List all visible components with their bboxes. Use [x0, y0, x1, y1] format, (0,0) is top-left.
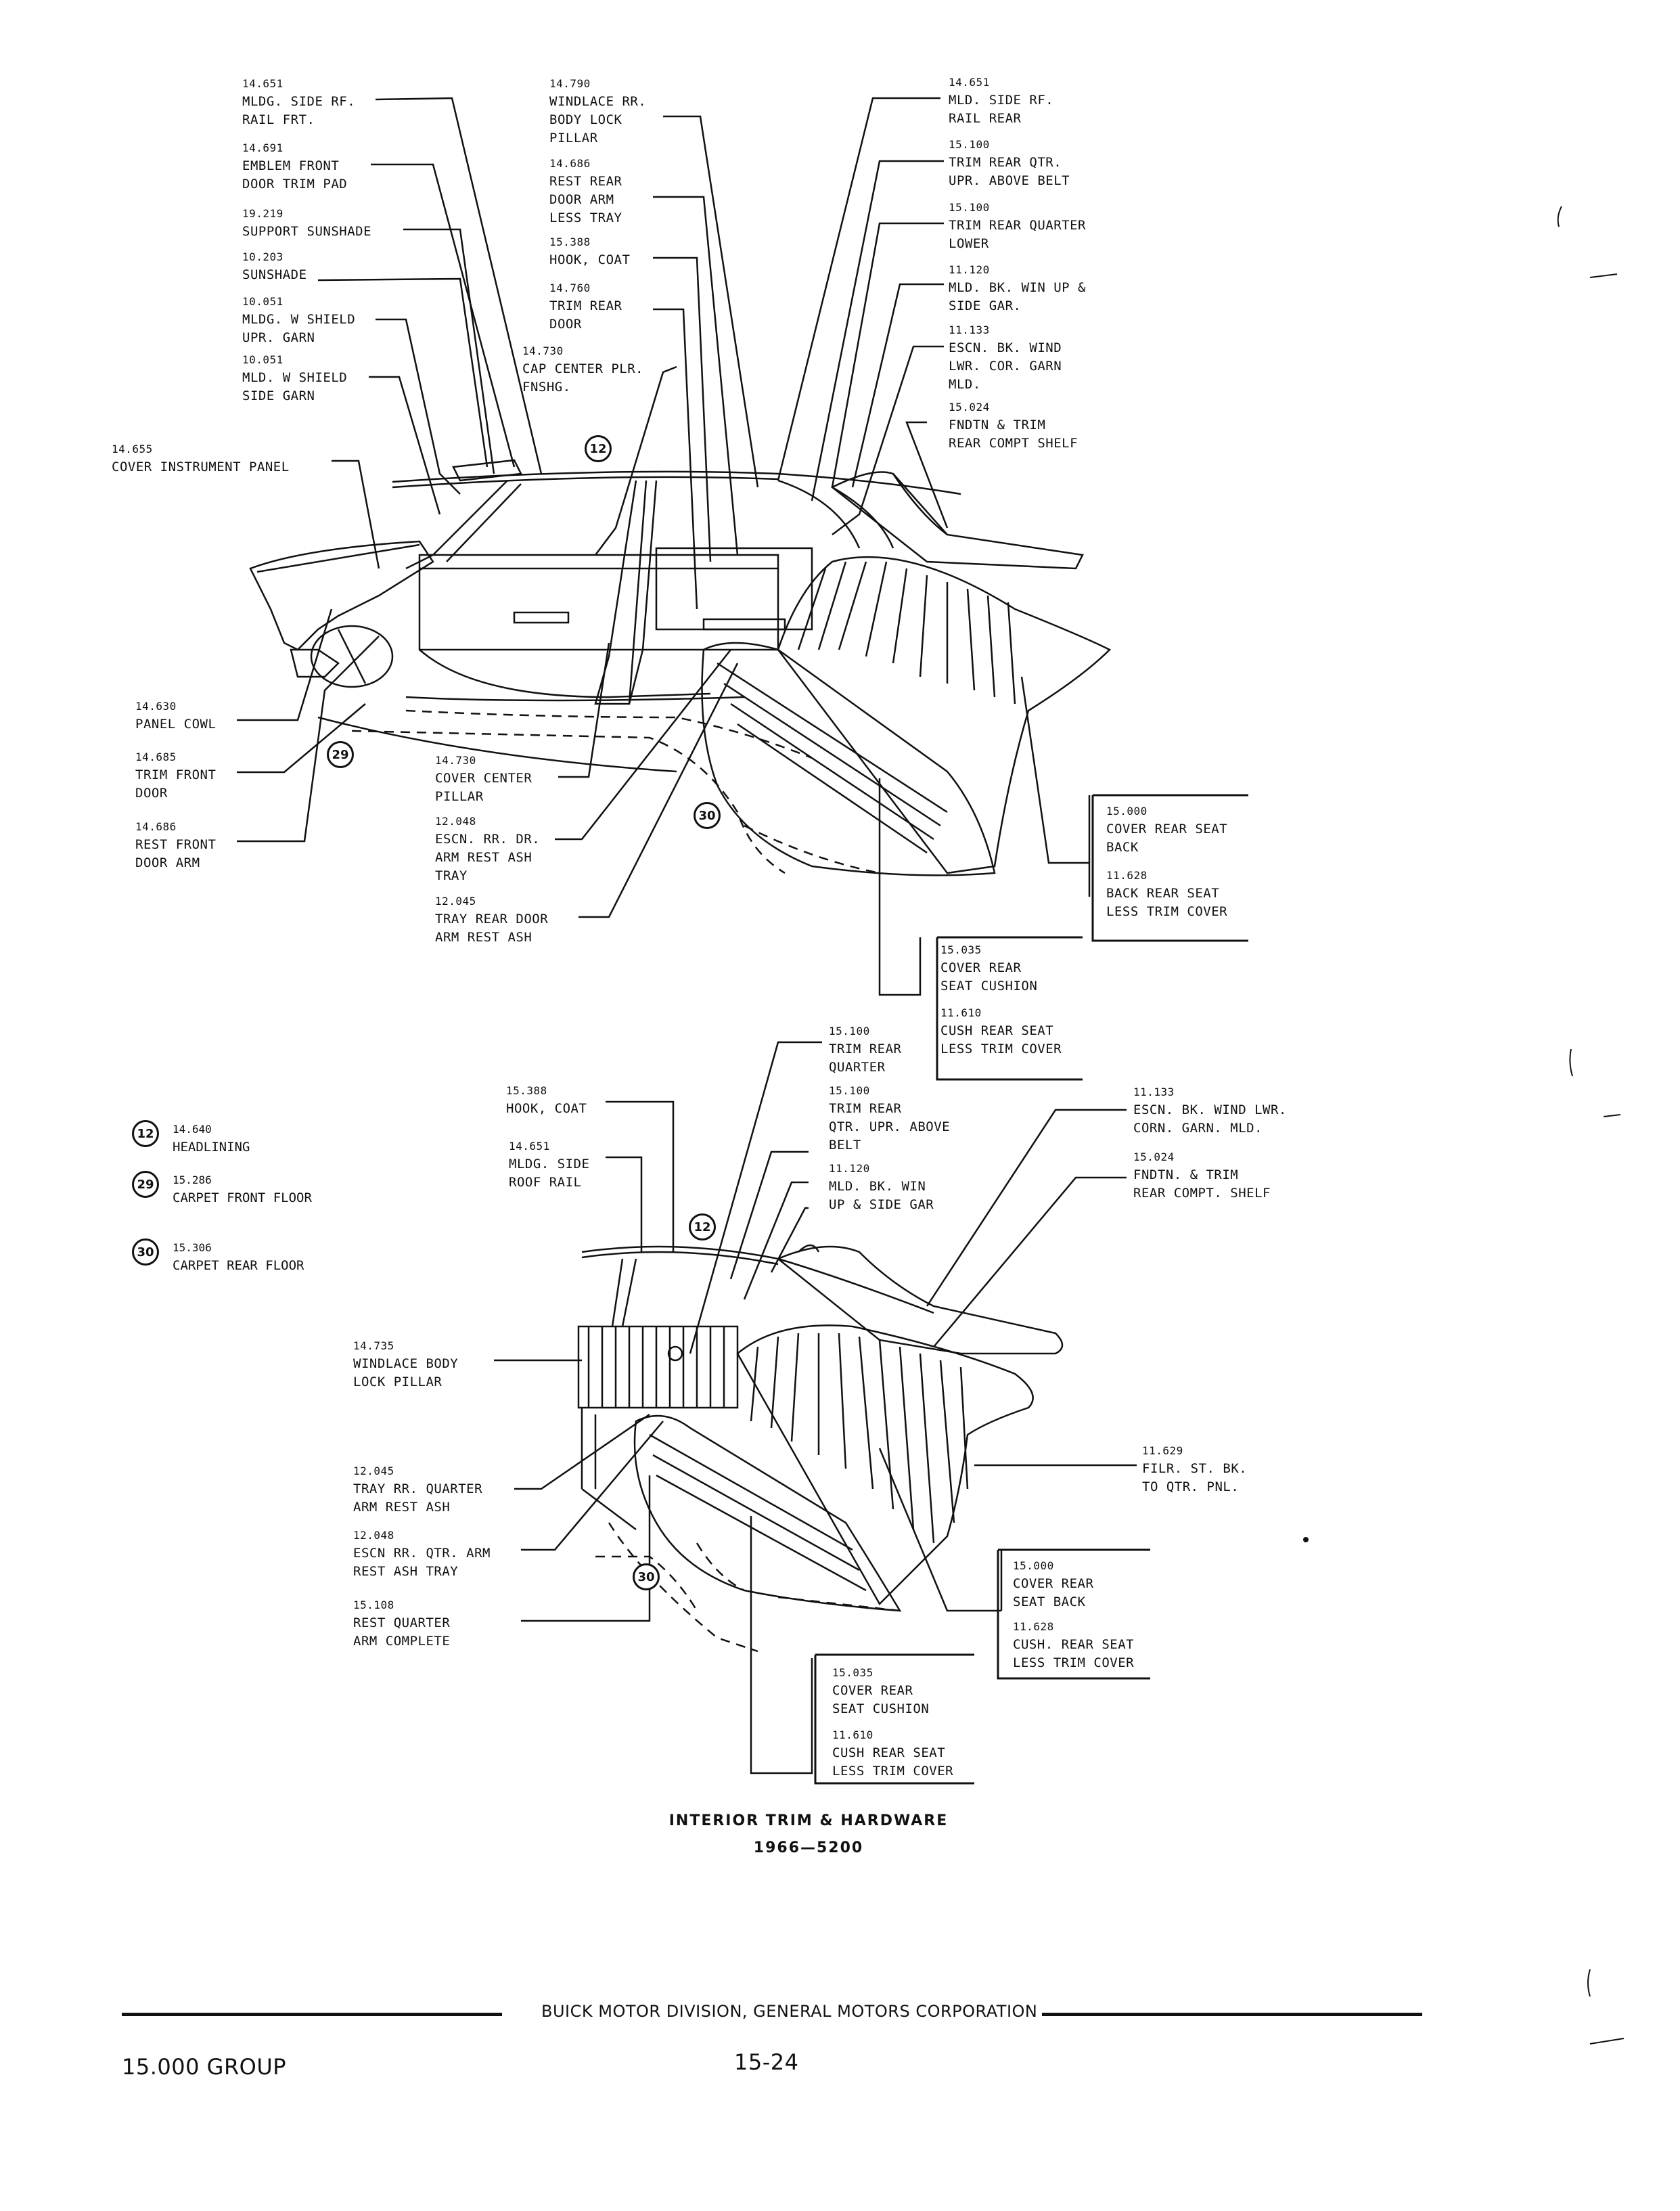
- legend-marker: 30: [132, 1238, 159, 1266]
- figure-subtitle: 1966—5200: [753, 1839, 864, 1856]
- lower-leader-lines: [494, 1041, 1137, 1774]
- callout-marker: 30: [694, 802, 721, 829]
- callout-marker: 30: [633, 1563, 660, 1590]
- upper-interior-drawing: [249, 459, 1112, 876]
- upper-leader-lines: [237, 97, 1091, 996]
- label-boxes: [814, 794, 1248, 1785]
- footer-corporation: BUICK MOTOR DIVISION, GENERAL MOTORS COR…: [541, 2002, 1038, 2021]
- callout-marker: 29: [327, 741, 354, 768]
- lower-interior-drawing: [577, 1244, 1064, 1653]
- footer-group: 15.000 GROUP: [122, 2054, 287, 2080]
- footer-rule-right: [1042, 2013, 1422, 2016]
- callout-marker: 12: [585, 435, 612, 462]
- footer-rule-left: [122, 2013, 502, 2016]
- page-number: 15-24: [734, 2049, 799, 2075]
- callout-marker: 12: [689, 1213, 716, 1241]
- scan-marks: [1303, 206, 1625, 2045]
- figure-title: INTERIOR TRIM & HARDWARE: [668, 1812, 949, 1829]
- legend-marker: 12: [132, 1120, 159, 1147]
- legend-marker: 29: [132, 1171, 159, 1198]
